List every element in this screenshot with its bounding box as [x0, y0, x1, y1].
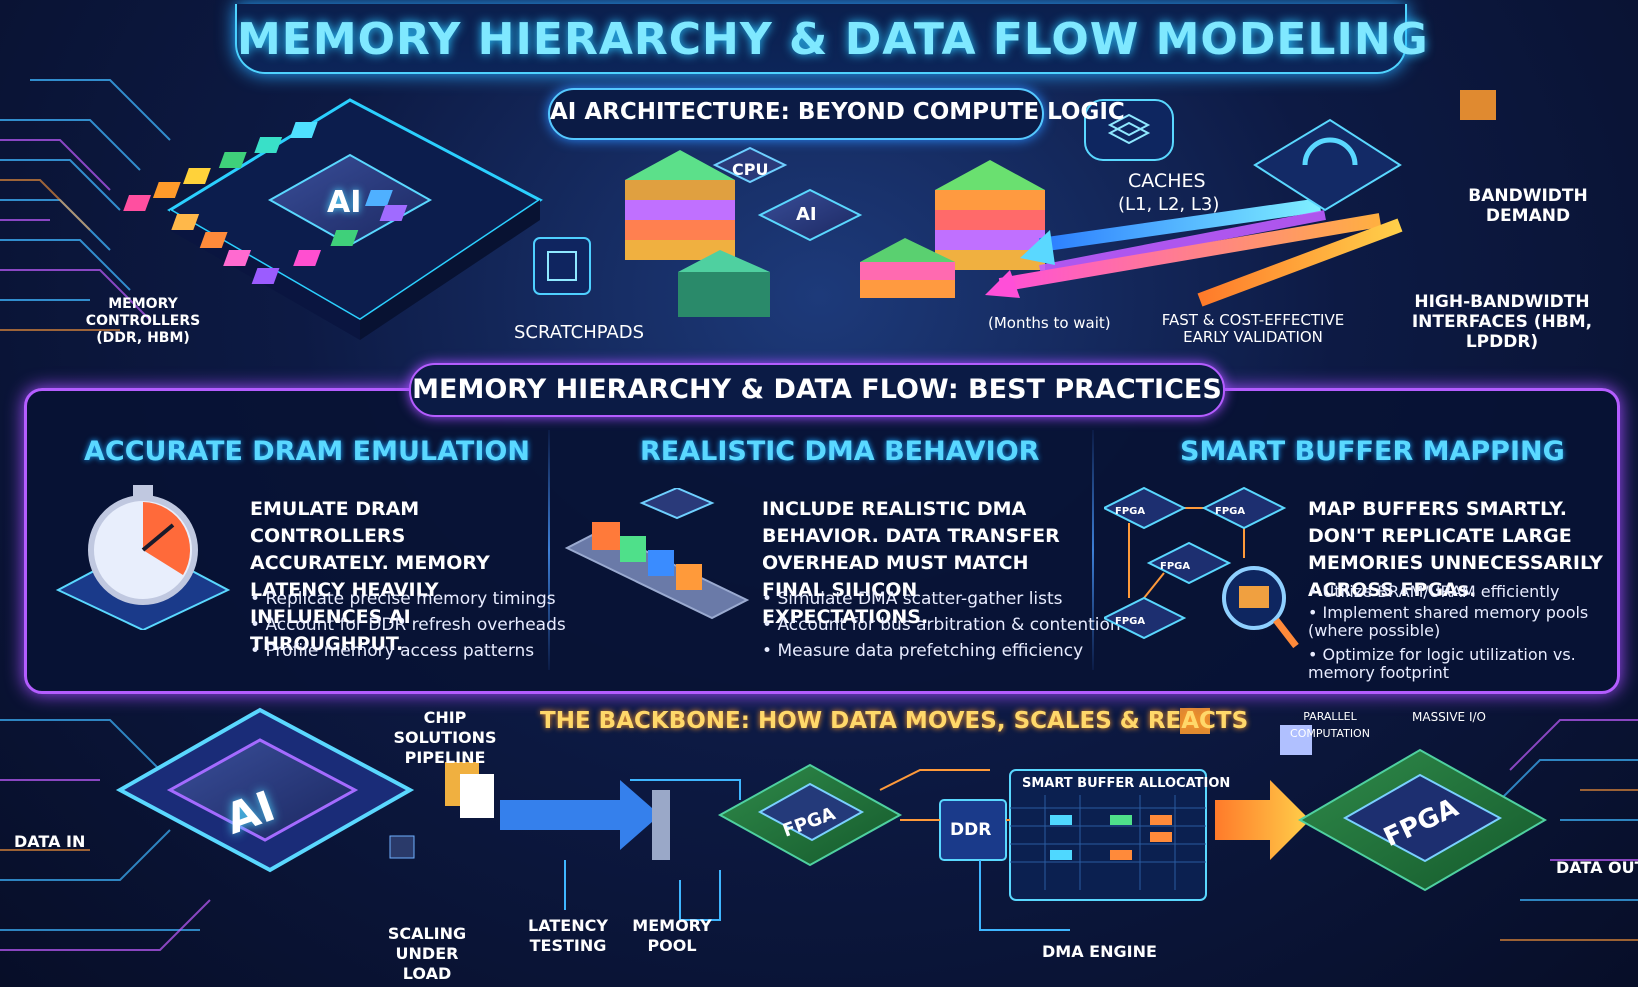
ai-chip-top-left: [123, 98, 543, 340]
memory-pool-bar: [652, 790, 670, 860]
bandwidth-chip: [1253, 118, 1402, 212]
fast-validation-label: FAST & COST-EFFECTIVE EARLY VALIDATION: [1161, 311, 1345, 346]
ddr-label: DDR: [950, 820, 992, 840]
page-title: MEMORY HIERARCHY & DATA FLOW MODELING: [237, 14, 1429, 65]
data-out-label: DATA OUT: [1556, 858, 1638, 877]
memory-stack-left: [625, 150, 735, 260]
col1-title: ACCURATE DRAM EMULATION: [84, 436, 530, 467]
stopwatch-icon: [55, 485, 231, 630]
scratchpad-chip: [533, 237, 591, 295]
col3-desc: MAP BUFFERS SMARTLY. DON'T REPLICATE LAR…: [1308, 498, 1603, 601]
fpga-board-mid: [717, 763, 903, 867]
memory-controllers-label: MEMORY CONTROLLERS (DDR, HBM): [85, 296, 201, 346]
chip-solutions-label: CHIP SOLUTIONS PIPELINE: [393, 708, 497, 767]
data-block-icon: [1460, 90, 1496, 120]
col2-desc: INCLUDE REALISTIC DMA BEHAVIOR. DATA TRA…: [762, 498, 1060, 628]
cpu-label: CPU: [732, 160, 769, 179]
col1-bullet-3: • Profile memory access patterns: [250, 641, 535, 661]
col3-bullet-2: • Implement shared memory pools (where p…: [1308, 603, 1589, 640]
col3-bullet-3: • Optimize for logic utilization vs. mem…: [1308, 645, 1576, 682]
massive-io-label: MASSIVE I/O: [1412, 710, 1486, 724]
column-divider-1: [548, 430, 550, 670]
col3-title: SMART BUFFER MAPPING: [1180, 436, 1565, 467]
smart-buffer-label: SMART BUFFER ALLOCATION: [1022, 776, 1231, 791]
caches-icon: [1084, 99, 1174, 161]
subtitle: AI ARCHITECTURE: BEYOND COMPUTE LOGIC: [550, 99, 1125, 125]
caches-sub-label: (L1, L2, L3): [1118, 194, 1220, 215]
conveyor-icon: [564, 488, 750, 620]
bandwidth-demand-label: BANDWIDTH DEMAND: [1468, 186, 1588, 226]
memory-stack-right: [935, 160, 1045, 270]
fpga-label-3: FPGA: [1160, 561, 1191, 572]
ai-chip-label: AI: [327, 185, 362, 220]
title-bar: MEMORY HIERARCHY & DATA FLOW MODELING: [235, 4, 1429, 74]
subtitle-pill: AI ARCHITECTURE: BEYOND COMPUTE LOGIC: [548, 88, 1125, 140]
massive-data-block-icon: [1180, 708, 1210, 734]
fpga-label-4: FPGA: [1115, 616, 1146, 627]
best-practices-panel: [24, 388, 1620, 694]
ai-small-chip: [757, 188, 863, 242]
document-stack-icon: [445, 762, 494, 818]
col1-desc: EMULATE DRAM CONTROLLERS ACCURATELY. MEM…: [250, 498, 490, 655]
col2-bullet-2: • Account for bus arbitration & contenti…: [762, 615, 1121, 635]
scaling-label: SCALING UNDER LOAD: [387, 924, 467, 983]
backbone-heading: THE BACKBONE: HOW DATA MOVES, SCALES & R…: [540, 708, 1249, 734]
ddr-chip: [939, 799, 1007, 861]
col1-bullet-2: • Account for DDR refresh overheads: [250, 615, 566, 635]
cpu-chip: [712, 146, 788, 184]
parallel-icon: [1280, 725, 1312, 755]
best-practices-heading-pill: MEMORY HIERARCHY & DATA FLOW: BEST PRACT…: [409, 363, 1225, 417]
months-label: (Months to wait): [988, 314, 1111, 332]
dma-engine-label: DMA ENGINE: [1042, 942, 1157, 961]
fpga-label-2: FPGA: [1215, 506, 1246, 517]
memory-stack-mid: [678, 250, 770, 317]
latency-label: LATENCY TESTING: [528, 916, 608, 955]
col2-bullet-3: • Measure data prefetching efficiency: [762, 641, 1084, 661]
buffer-grid: [1009, 769, 1207, 901]
fpga-network-icon: [1104, 486, 1299, 649]
scratchpads-label: SCRATCHPADS: [514, 322, 645, 343]
column-divider-2: [1092, 430, 1094, 670]
fpga-label-1: FPGA: [1115, 506, 1146, 517]
col3-bullet-1: • Utilize BRAM/URAM efficiently: [1308, 582, 1560, 601]
col1-bullet-1: • Replicate precise memory timings: [250, 589, 556, 609]
best-practices-heading: MEMORY HIERARCHY & DATA FLOW: BEST PRACT…: [412, 374, 1222, 405]
memory-pool-label: MEMORY POOL: [632, 916, 712, 955]
ai-chip-bottom: [115, 707, 415, 873]
small-chip-icon: [389, 835, 415, 859]
high-bandwidth-label: HIGH-BANDWIDTH INTERFACES (HBM, LPDDR): [1411, 292, 1593, 352]
parallel-label: PARALLEL COMPUTATION: [1290, 710, 1370, 740]
col2-title: REALISTIC DMA BEHAVIOR: [640, 436, 1040, 467]
memory-stack-low: [860, 238, 955, 298]
col2-bullet-1: • Simulate DMA scatter-gather lists: [762, 589, 1063, 609]
caches-label: CACHES: [1128, 170, 1206, 192]
ai-small-label: AI: [796, 204, 817, 225]
fpga-board-right: [1297, 748, 1548, 892]
data-in-label: DATA IN: [14, 832, 86, 851]
